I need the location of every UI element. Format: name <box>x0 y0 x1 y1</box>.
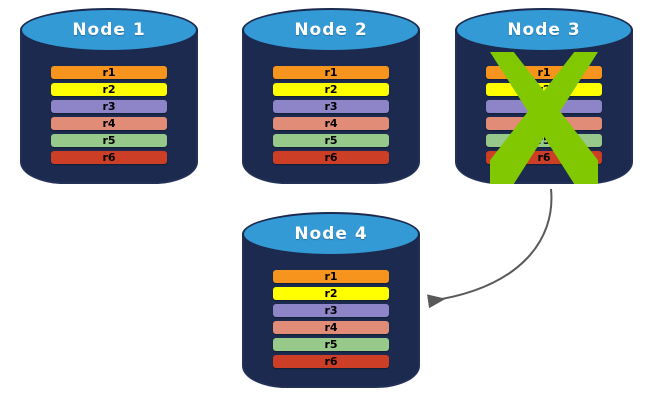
database-node-2[interactable]: r1 r2 r3 r4 r5 r6 Node 2 <box>242 8 420 184</box>
row-bar-r6[interactable]: r6 <box>486 151 602 164</box>
row-label: r6 <box>324 151 338 164</box>
row-bar-r1[interactable]: r1 <box>273 66 389 79</box>
row-bar-r3[interactable]: r3 <box>273 304 389 317</box>
row-list: r1 r2 r3 r4 r5 r6 <box>242 212 420 388</box>
row-bar-r3[interactable]: r3 <box>273 100 389 113</box>
row-label: r1 <box>324 66 338 79</box>
row-bar-r2[interactable]: r2 <box>273 287 389 300</box>
row-bar-r6[interactable]: r6 <box>273 151 389 164</box>
database-node-1[interactable]: r1 r2 r3 r4 r5 r6 Node 1 <box>20 8 198 184</box>
row-label: r6 <box>102 151 116 164</box>
row-bar-r4[interactable]: r4 <box>51 117 167 130</box>
row-label: r2 <box>102 83 116 96</box>
row-bar-r2[interactable]: r2 <box>486 83 602 96</box>
row-label: r4 <box>324 321 338 334</box>
database-node-3[interactable]: r1 r2 r3 r4 r5 r6 Node 3 <box>455 8 633 184</box>
row-bar-r4[interactable]: r4 <box>273 117 389 130</box>
row-bar-r4[interactable]: r4 <box>273 321 389 334</box>
row-label: r4 <box>324 117 338 130</box>
database-node-4[interactable]: r1 r2 r3 r4 r5 r6 Node 4 <box>242 212 420 388</box>
cylinder-top: Node 3 <box>455 8 633 52</box>
row-bar-r3[interactable]: r3 <box>486 100 602 113</box>
row-bar-r1[interactable]: r1 <box>51 66 167 79</box>
row-label: r1 <box>324 270 338 283</box>
node-label: Node 3 <box>507 20 581 40</box>
row-bar-r2[interactable]: r2 <box>51 83 167 96</box>
row-label: r5 <box>324 338 338 351</box>
row-bar-r5[interactable]: r5 <box>51 134 167 147</box>
cylinder-top: Node 2 <box>242 8 420 52</box>
row-label: r5 <box>324 134 338 147</box>
row-label: r1 <box>102 66 116 79</box>
cylinder-top: Node 4 <box>242 212 420 256</box>
row-label: r6 <box>537 151 551 164</box>
row-label: r5 <box>102 134 116 147</box>
row-bar-r3[interactable]: r3 <box>51 100 167 113</box>
row-list: r1 r2 r3 r4 r5 r6 <box>20 8 198 184</box>
row-bar-r6[interactable]: r6 <box>273 355 389 368</box>
node-label: Node 4 <box>294 224 368 244</box>
row-list: r1 r2 r3 r4 r5 r6 <box>242 8 420 184</box>
row-label: r3 <box>537 100 551 113</box>
row-bar-r5[interactable]: r5 <box>273 338 389 351</box>
row-bar-r1[interactable]: r1 <box>273 270 389 283</box>
row-label: r3 <box>324 304 338 317</box>
row-bar-r5[interactable]: r5 <box>273 134 389 147</box>
replication-arrow <box>427 188 553 309</box>
row-label: r3 <box>102 100 116 113</box>
row-label: r3 <box>324 100 338 113</box>
row-label: r6 <box>324 355 338 368</box>
row-bar-r5[interactable]: r5 <box>486 134 602 147</box>
row-label: r2 <box>537 83 551 96</box>
row-label: r4 <box>102 117 116 130</box>
row-bar-r6[interactable]: r6 <box>51 151 167 164</box>
node-label: Node 1 <box>72 20 146 40</box>
row-label: r5 <box>537 134 551 147</box>
cylinder-top: Node 1 <box>20 8 198 52</box>
row-label: r1 <box>537 66 551 79</box>
row-bar-r4[interactable]: r4 <box>486 117 602 130</box>
row-bar-r1[interactable]: r1 <box>486 66 602 79</box>
row-label: r2 <box>324 83 338 96</box>
row-label: r4 <box>537 117 551 130</box>
row-label: r2 <box>324 287 338 300</box>
node-label: Node 2 <box>294 20 368 40</box>
row-bar-r2[interactable]: r2 <box>273 83 389 96</box>
